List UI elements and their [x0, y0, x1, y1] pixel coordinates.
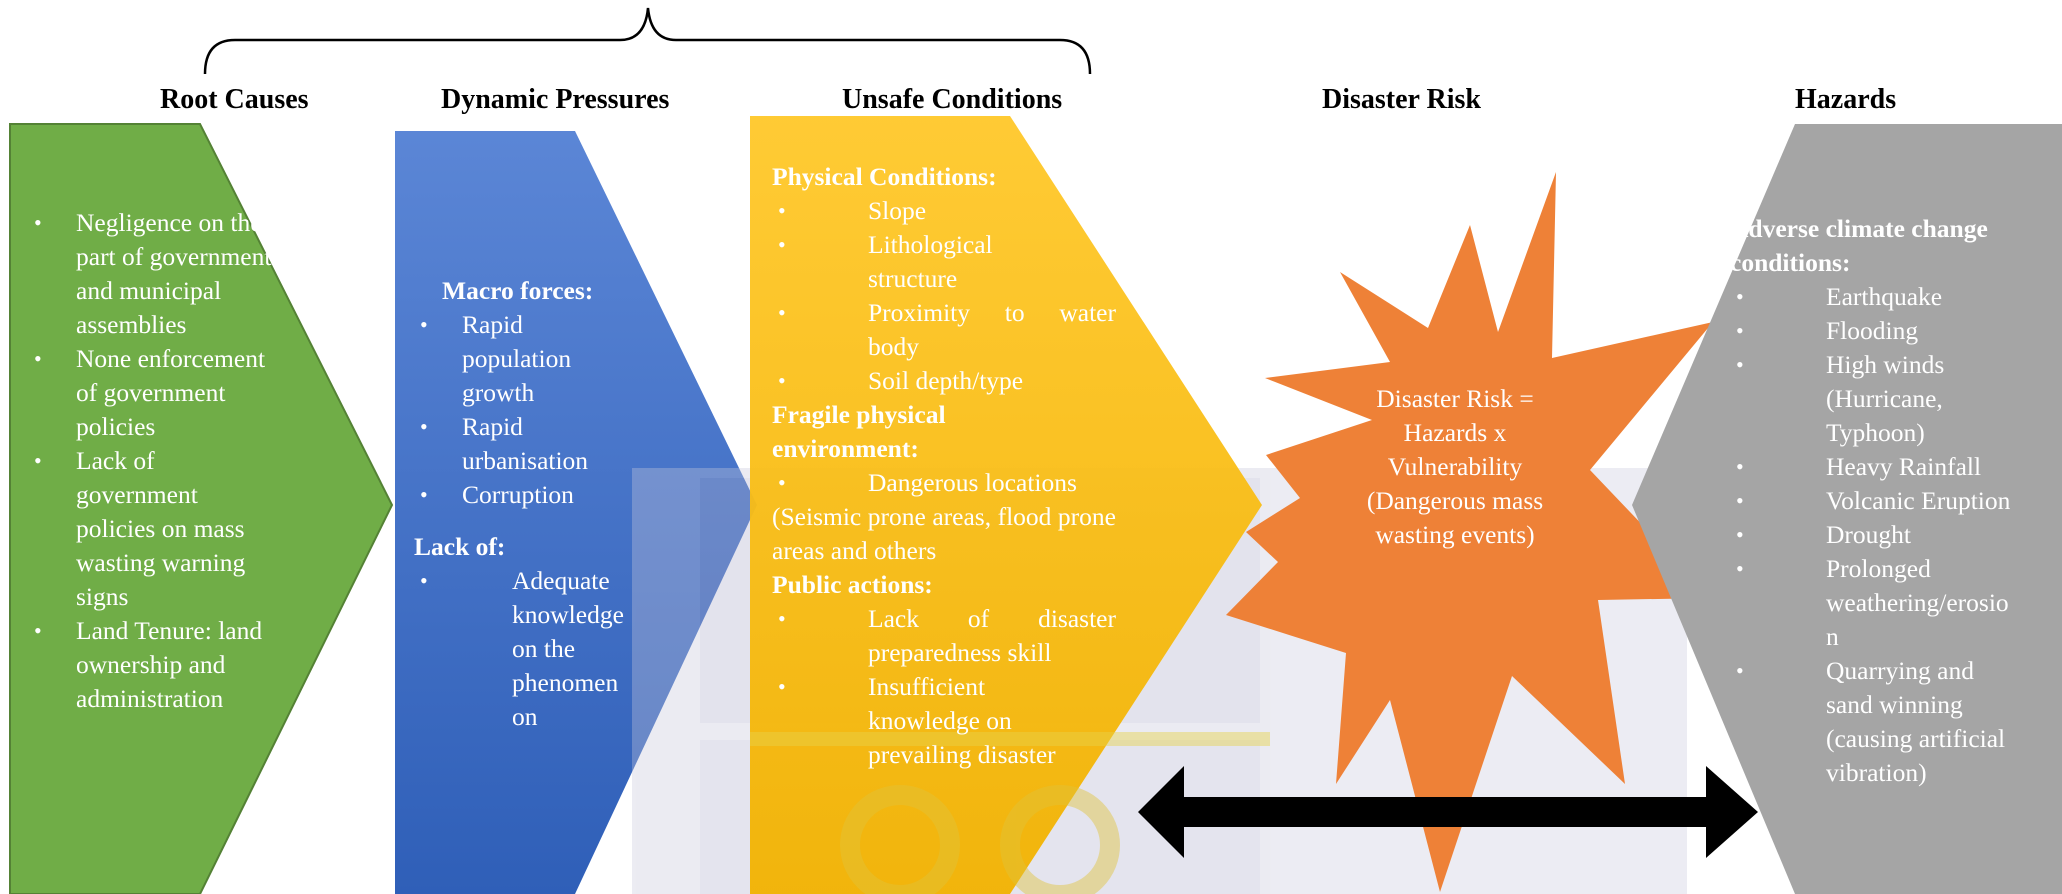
list-item: Drought [1730, 518, 2055, 552]
list-item: Earthquake [1730, 280, 2055, 314]
root-causes-text: Negligence on the part of government and… [28, 206, 276, 716]
list-item: Land Tenure: land ownership and administ… [28, 614, 276, 716]
fragile-note: (Seismic prone areas, flood prone areas … [772, 502, 1116, 565]
hazards-text: Adverse climate change conditions: Earth… [1730, 212, 2055, 790]
list-item: Insufficient knowledge on prevailing dis… [772, 670, 1098, 772]
list-item: Rapid population growth [414, 308, 614, 410]
disaster-risk-star [1226, 172, 1713, 892]
grouping-brace [203, 7, 1092, 75]
list-item: Corruption [414, 478, 614, 512]
header-unsafe-conditions: Unsafe Conditions [842, 84, 1063, 115]
list-item: Dangerous locations [772, 466, 1116, 500]
list-item: Quarrying and sand winning (causing arti… [1730, 654, 2026, 790]
list-item: Slope [772, 194, 1116, 228]
header-disaster-risk: Disaster Risk [1322, 84, 1481, 115]
disaster-risk-text: Disaster Risk = Hazards x Vulnerability … [1366, 384, 1544, 549]
header-root-causes: Root Causes [160, 84, 309, 115]
list-item: High winds (Hurricane, Typhoon) [1730, 348, 1976, 450]
list-item: Prolonged weathering/erosio n [1730, 552, 2009, 654]
fragile-environment-heading: Fragile physical environment: [772, 400, 946, 463]
list-item: Volcanic Eruption [1730, 484, 2055, 518]
public-actions-heading: Public actions: [772, 570, 933, 599]
double-arrow [1138, 766, 1758, 858]
header-dynamic-pressures: Dynamic Pressures [441, 84, 670, 115]
list-item: None enforcement of government policies [28, 342, 276, 444]
list-item: Flooding [1730, 314, 2055, 348]
list-item: Soil depth/type [772, 364, 1116, 398]
list-item: Heavy Rainfall [1730, 450, 2055, 484]
macro-forces-heading: Macro forces: [442, 276, 594, 305]
list-item: Negligence on the part of government and… [28, 206, 276, 342]
hazards-heading: Adverse climate change conditions: [1730, 214, 1988, 277]
list-item: Lack of disaster preparedness skill [772, 602, 1116, 670]
lack-of-heading: Lack of: [414, 532, 506, 561]
header-hazards: Hazards [1795, 84, 1897, 115]
list-item: Lithological structure [772, 228, 1018, 296]
list-item: Rapid urbanisation [414, 410, 614, 478]
list-item: Adequate knowledge on the phenomen on [414, 564, 642, 734]
list-item: Lack of government policies on mass wast… [28, 444, 276, 614]
list-item: Proximity to water body [772, 296, 1116, 364]
unsafe-conditions-text: Physical Conditions: Slope Lithological … [772, 160, 1116, 772]
physical-conditions-heading: Physical Conditions: [772, 162, 997, 191]
dynamic-pressures-text: Macro forces: Rapid population growth Ra… [414, 274, 654, 734]
